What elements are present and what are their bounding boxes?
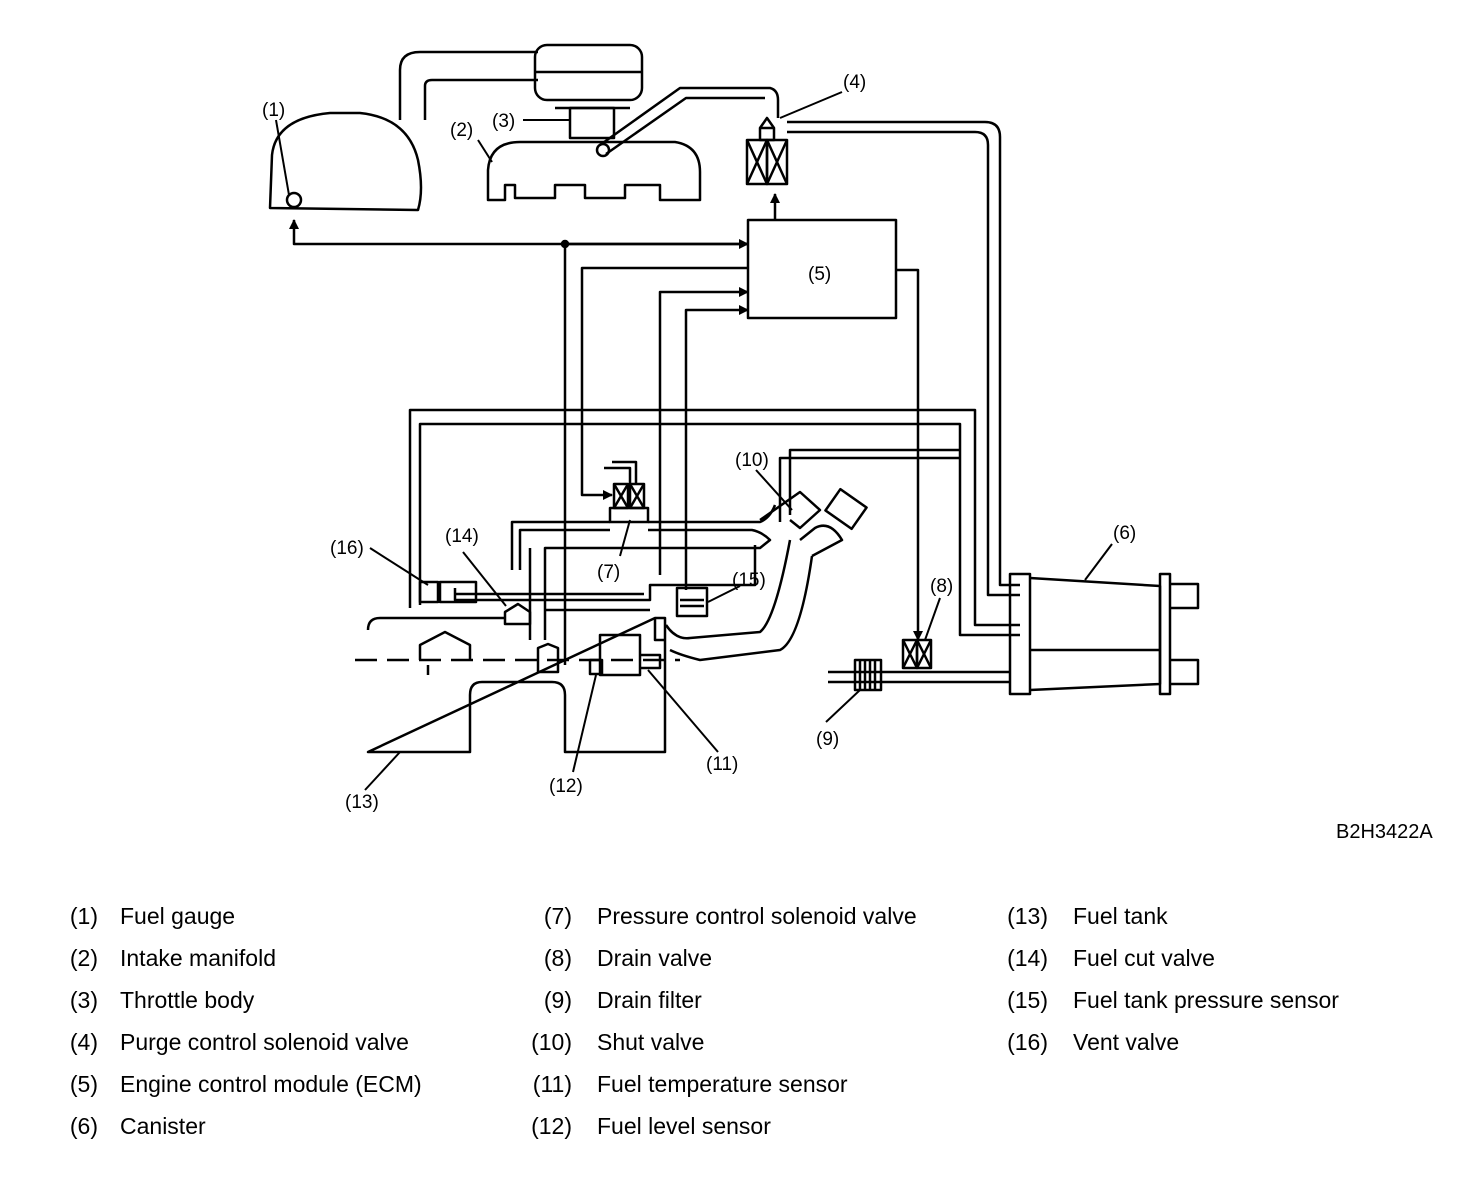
- legend-item: (12)Fuel level sensor: [531, 1113, 771, 1139]
- callout-5: (5): [808, 264, 831, 285]
- legend-column-1: (1)Fuel gauge (2)Intake manifold (3)Thro…: [60, 895, 480, 1147]
- callout-1: (1): [262, 100, 285, 121]
- callout-12: (12): [549, 776, 583, 797]
- callout-7: (7): [597, 562, 620, 583]
- legend-item: (10)Shut valve: [531, 1029, 705, 1055]
- callout-2: (2): [450, 120, 473, 141]
- legend-item: (9)Drain filter: [543, 987, 702, 1013]
- legend-item: (8)Drain valve: [543, 945, 713, 971]
- leader-lines: [275, 91, 1113, 791]
- legend-item: (13)Fuel tank: [1007, 903, 1168, 929]
- callout-10: (10): [735, 450, 769, 471]
- canister-purge-line: [787, 120, 1020, 587]
- figure-id: B2H3422A: [1336, 821, 1433, 843]
- fuel-gauge: [268, 111, 423, 212]
- intake-manifold: [486, 140, 702, 202]
- canister: [1008, 572, 1200, 696]
- legend-item: (14)Fuel cut valve: [1007, 945, 1215, 971]
- legend-column-3: (13)Fuel tank (14)Fuel cut valve (15)Fue…: [996, 895, 1456, 1063]
- legend: (1)Fuel gauge (2)Intake manifold (3)Thro…: [0, 895, 1472, 1165]
- fuel-tank: [366, 616, 667, 754]
- callout-8: (8): [930, 576, 953, 597]
- drain-filter: [853, 658, 883, 692]
- legend-column-2: (7)Pressure control solenoid valve (8)Dr…: [520, 895, 970, 1147]
- pressure-control-solenoid-valve: [604, 460, 650, 524]
- legend-item: (4)Purge control solenoid valve: [69, 1029, 409, 1055]
- callout-13: (13): [345, 792, 379, 813]
- shut-valve-filler: [664, 487, 868, 662]
- callout-3: (3): [492, 111, 515, 132]
- evap-system-diagram: (1) (2) (3) (4) (5) (6) (7) (8) (9) (10)…: [262, 43, 1433, 843]
- throttle-body: [568, 106, 616, 140]
- legend-item: (6)Canister: [69, 1113, 206, 1139]
- fuel-tank-pressure-sensor: [675, 586, 709, 618]
- vent-valve: [418, 580, 478, 604]
- fuel-cut-valve: [503, 602, 532, 626]
- callout-6: (6): [1113, 523, 1136, 544]
- callout-11: (11): [706, 754, 738, 775]
- legend-item: (11)Fuel temperature sensor: [532, 1071, 848, 1097]
- legend-item: (1)Fuel gauge: [69, 903, 236, 929]
- legend-item: (15)Fuel tank pressure sensor: [1007, 987, 1339, 1013]
- legend-item: (5)Engine control module (ECM): [69, 1071, 422, 1097]
- callout-4: (4): [843, 72, 866, 93]
- purge-control-solenoid-valve: [745, 116, 789, 186]
- callout-16: (16): [330, 538, 364, 559]
- purge-line: [595, 86, 780, 158]
- legend-item: (2)Intake manifold: [69, 945, 276, 971]
- callout-14: (14): [445, 526, 479, 547]
- legend-item: (7)Pressure control solenoid valve: [543, 903, 917, 929]
- fuel-level-sensor-unit: [588, 633, 662, 677]
- callout-15: (15): [732, 570, 766, 591]
- callout-9: (9): [816, 729, 839, 750]
- air-intake-duct: [398, 43, 644, 120]
- legend-item: (16)Vent valve: [1007, 1029, 1180, 1055]
- legend-item: (3)Throttle body: [69, 987, 255, 1013]
- drain-valve: [901, 638, 933, 670]
